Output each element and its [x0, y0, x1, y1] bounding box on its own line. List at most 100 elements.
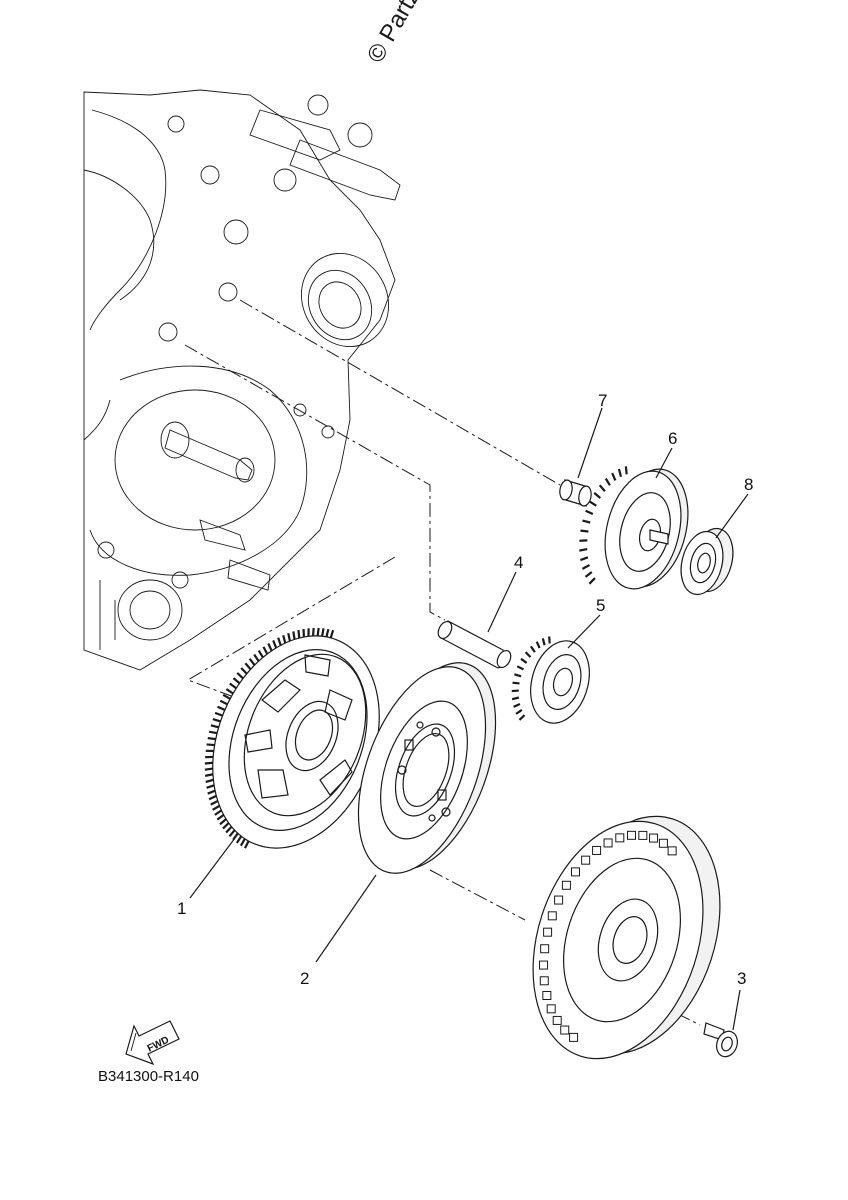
gear-tooth [229, 682, 237, 690]
gear-tooth [253, 653, 260, 662]
gear-tooth [232, 677, 241, 685]
gear-tooth [514, 673, 522, 678]
gear-tooth [235, 835, 243, 844]
gear-tooth [244, 840, 250, 849]
gear-tooth [329, 629, 335, 639]
leader-lines [189, 407, 749, 1031]
gear-tooth [311, 627, 315, 637]
gear-tooth [617, 468, 623, 478]
gear-tooth [219, 818, 227, 826]
gear-tooth [207, 736, 216, 741]
gear-tooth [512, 681, 520, 685]
gear-tooth [206, 784, 215, 789]
part-3-bolt [703, 1022, 738, 1058]
rotor-slot [615, 833, 625, 843]
part-2-clutch [357, 662, 497, 874]
callout-7: 7 [598, 391, 607, 410]
rotor-slot [543, 927, 553, 937]
gear-tooth [320, 628, 325, 637]
gear-tooth [282, 635, 287, 644]
part-1-gear [204, 627, 380, 849]
callout-3: 3 [737, 969, 746, 988]
rotor-slot [554, 895, 564, 905]
gear-tooth [535, 641, 541, 649]
rotor-slot [552, 1015, 562, 1025]
engine-crankcase [83, 89, 401, 671]
gear-tooth [515, 709, 523, 715]
gear-tooth [520, 657, 528, 664]
part-7-collar [559, 479, 592, 507]
callout-8: 8 [744, 475, 753, 494]
gear-tooth [580, 529, 589, 533]
gear-tooth [272, 640, 278, 649]
rotor-slot [540, 944, 550, 954]
gear-tooth [210, 799, 219, 806]
rotor-slot [626, 830, 636, 840]
gear-tooth [222, 693, 231, 700]
gear-tooth [207, 789, 216, 795]
rotor-slot [539, 976, 549, 986]
rotor-slot [542, 990, 552, 1000]
part-8-bearing [680, 527, 734, 596]
gear-tooth [582, 519, 591, 524]
rotor-slot [638, 830, 648, 840]
gear-tooth [292, 631, 296, 640]
gear-tooth [204, 761, 213, 765]
rotor-slot [667, 846, 677, 856]
gear-tooth [219, 699, 228, 706]
gear-tooth [212, 718, 221, 723]
gear-tooth [584, 571, 593, 578]
part-4-shaft [437, 620, 512, 669]
gear-tooth [244, 662, 252, 671]
gear-tooth [588, 500, 597, 507]
gear-tooth [604, 477, 611, 486]
rotor-slot [570, 867, 580, 877]
gear-tooth [593, 492, 602, 499]
gear-tooth [240, 667, 248, 675]
gear-tooth [262, 646, 269, 655]
gear-tooth [222, 822, 230, 830]
callout-5: 5 [596, 596, 605, 615]
gear-tooth [541, 638, 546, 646]
callout-numbers: 1 2 3 4 5 6 7 8 [177, 391, 753, 988]
gear-tooth [325, 628, 330, 638]
gear-tooth [524, 651, 532, 658]
gear-tooth [205, 778, 214, 783]
gear-tooth [239, 838, 246, 847]
gear-tooth [611, 472, 617, 481]
rotor-slot [546, 1004, 556, 1014]
gear-tooth [513, 703, 521, 708]
gear-tooth [516, 665, 524, 671]
rotor-slot [539, 960, 549, 970]
gear-tooth [214, 809, 223, 816]
gear-tooth [208, 794, 217, 801]
gear-tooth [236, 672, 244, 680]
gear-tooth [580, 556, 589, 562]
gear-tooth [206, 743, 215, 747]
gear-tooth [585, 509, 594, 515]
gear-tooth [228, 829, 236, 837]
gear-tooth [316, 627, 320, 637]
gear-tooth [225, 825, 233, 834]
gear-tooth [511, 696, 520, 701]
gear-tooth [257, 649, 264, 658]
gear-tooth [297, 629, 301, 639]
gear-tooth [287, 632, 291, 642]
gear-tooth [588, 577, 596, 585]
rotor-slot [649, 833, 659, 843]
gear-tooth [579, 547, 588, 552]
part-6-idler-gear [579, 466, 689, 590]
gear-tooth [624, 466, 628, 475]
gear-tooth [204, 767, 213, 771]
gear-tooth [277, 637, 282, 646]
gear-tooth [518, 714, 526, 721]
gear-tooth [529, 645, 536, 653]
gear-tooth [598, 484, 606, 492]
fwd-arrow-icon: FWD [125, 1020, 180, 1066]
rotor-slot [581, 855, 591, 865]
diagram-code: B341300-R140 [98, 1068, 199, 1085]
gear-tooth [212, 804, 221, 811]
rotor-slot [658, 838, 668, 848]
gear-tooth [217, 705, 226, 711]
gear-tooth [267, 643, 273, 652]
